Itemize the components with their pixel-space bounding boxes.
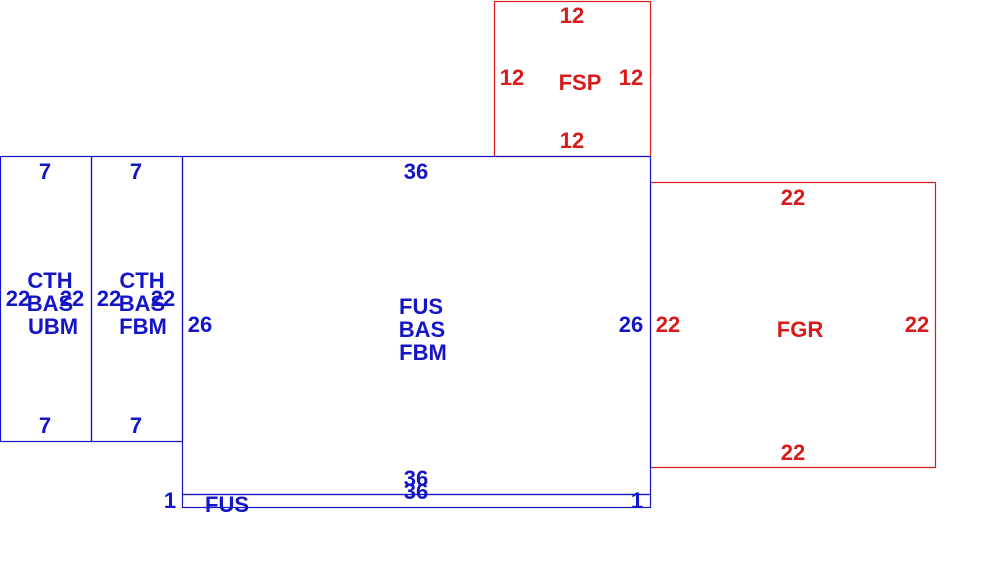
cth-fbm-right-dim: 22 — [151, 286, 175, 311]
fus-strip-area — [181, 493, 652, 509]
fsp-right-dim: 12 — [619, 65, 643, 90]
fus-main-top-dim: 36 — [404, 159, 428, 184]
cth-ubm-left-dim: 22 — [6, 286, 30, 311]
fus-main-code-3: FBM — [399, 340, 447, 365]
fsp-code: FSP — [559, 70, 602, 95]
cth-ubm-code-2: BAS — [27, 291, 73, 316]
cth-fbm-bottom-dim: 7 — [130, 413, 142, 438]
fsp-bottom-dim: 12 — [560, 128, 584, 153]
fus-strip-top-dim: 36 — [404, 479, 428, 504]
fus-main-bottom-dim: 36 — [404, 466, 428, 491]
fgr-top-dim: 22 — [781, 185, 805, 210]
cth-ubm-code-3: UBM — [28, 314, 78, 339]
fus-main-code-2: BAS — [399, 317, 445, 342]
cth-ubm-bottom-dim: 7 — [39, 413, 51, 438]
fus-main-left-dim: 26 — [188, 312, 212, 337]
cth-fbm-top-dim: 7 — [130, 159, 142, 184]
fus-strip-left-dim: 1 — [164, 488, 176, 513]
fgr-code: FGR — [777, 317, 824, 342]
cth-fbm-code-3: FBM — [119, 314, 167, 339]
fgr-bottom-dim: 22 — [781, 440, 805, 465]
fus-strip-right-dim: 1 — [631, 488, 643, 513]
cth-fbm-code-2: BAS — [119, 291, 165, 316]
cth-fbm-left-dim: 22 — [97, 286, 121, 311]
fgr-left-dim: 22 — [656, 312, 680, 337]
fus-main-right-dim: 26 — [619, 312, 643, 337]
cth-fbm-code-1: CTH — [119, 268, 164, 293]
cth-ubm-top-dim: 7 — [39, 159, 51, 184]
cth-ubm-code-1: CTH — [27, 268, 72, 293]
fus-strip-code: FUS — [205, 492, 249, 517]
fsp-left-dim: 12 — [500, 65, 524, 90]
fgr-right-dim: 22 — [905, 312, 929, 337]
cth-ubm-right-dim: 22 — [60, 286, 84, 311]
fsp-top-dim: 12 — [560, 3, 584, 28]
fus-main-code-1: FUS — [399, 294, 443, 319]
